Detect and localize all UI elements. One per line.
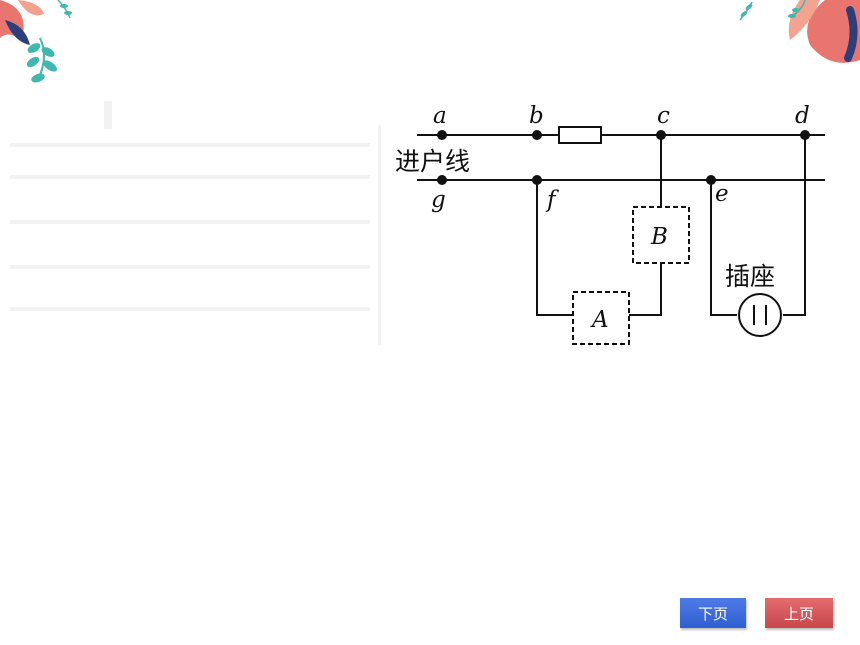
label-b: b — [529, 103, 544, 129]
label-g: g — [431, 187, 446, 213]
label-e: e — [715, 181, 729, 207]
box-B — [632, 206, 690, 264]
branch-e-socket — [710, 180, 737, 316]
label-box-B: B — [650, 224, 668, 250]
socket-label: 插座 — [725, 262, 775, 291]
junction-a — [437, 130, 447, 140]
junction-d — [800, 130, 810, 140]
junction-e — [706, 175, 716, 185]
branch-socket-d — [783, 135, 806, 316]
floral-decoration-top-left — [0, 0, 72, 83]
previous-page-button[interactable]: 上页 — [765, 598, 833, 628]
branch-f-A — [536, 180, 573, 316]
junction-g — [437, 175, 447, 185]
junction-f — [532, 175, 542, 185]
label-a: a — [433, 103, 447, 129]
branch-A-B — [629, 263, 662, 316]
label-f: f — [545, 187, 559, 213]
next-page-button[interactable]: 下页 — [680, 598, 746, 628]
faint-background-text — [10, 101, 381, 345]
household-circuit-diagram: a b c d g f e A B 进户线 插座 — [395, 103, 825, 345]
inlet-wire-label: 进户线 — [395, 147, 470, 176]
fuse — [558, 126, 602, 144]
floral-decoration-top-right — [739, 0, 860, 63]
socket-circle — [738, 293, 782, 337]
label-d: d — [795, 103, 810, 129]
junction-b — [532, 130, 542, 140]
box-A — [572, 291, 630, 345]
label-box-A: A — [590, 307, 609, 333]
junction-c — [656, 130, 666, 140]
label-c: c — [657, 103, 670, 129]
